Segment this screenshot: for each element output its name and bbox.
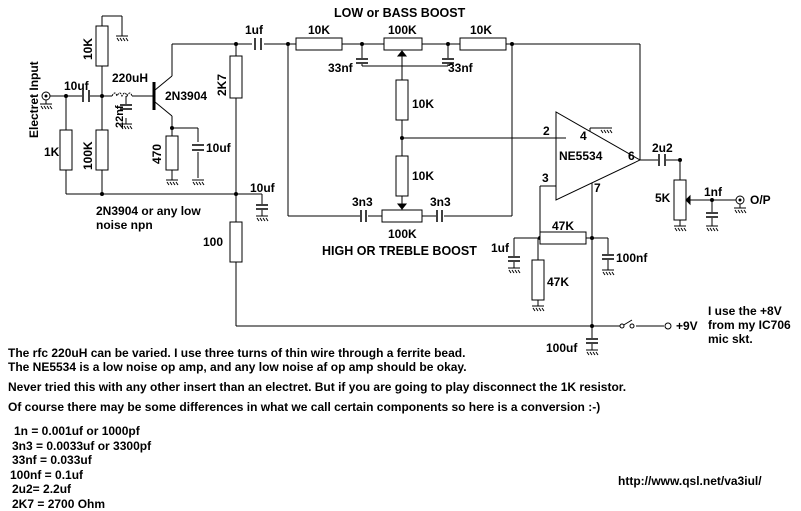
- label-pot-5k: 5K: [655, 191, 671, 205]
- label-c-1uf-top: 1uf: [245, 23, 264, 37]
- transistor-note-line1: 2N3904 or any low: [96, 204, 201, 218]
- label-c-100uf: 100uf: [546, 341, 578, 355]
- label-c-22n: 22nf: [114, 105, 126, 128]
- label-l1: 220uH: [112, 71, 148, 85]
- label-r-10k-top: 10K: [81, 38, 95, 60]
- label-r-10k-r: 10K: [470, 23, 492, 37]
- supply-note-line2: from my IC706: [708, 318, 791, 332]
- label-pot-100k-bass: 100K: [388, 23, 417, 37]
- capacitors: [82, 38, 718, 344]
- resistors: [59, 25, 687, 301]
- label-r-47k-h: 47K: [552, 219, 574, 233]
- label-r-47k-v: 47K: [547, 275, 569, 289]
- label-r-10k-mid1: 10K: [412, 97, 434, 111]
- pot-wipers: [396, 50, 696, 210]
- label-c-1nf: 1nf: [704, 185, 723, 199]
- opamp-symbol: [555, 111, 642, 201]
- label-c-3n3-r: 3n3: [430, 195, 451, 209]
- opamp-note: The NE5534 is a low noise op amp, and an…: [8, 360, 467, 374]
- wires: [45, 15, 741, 350]
- label-r-100: 100: [203, 235, 223, 249]
- conversion-intro: Of course there may be some differences …: [8, 400, 601, 414]
- label-c-3n3-l: 3n3: [352, 195, 373, 209]
- label-pin3: 3: [542, 171, 549, 185]
- label-supply: +9V: [676, 319, 698, 333]
- transistor-note-line2: noise npn: [96, 218, 153, 232]
- label-c-33n-l: 33nf: [328, 61, 354, 75]
- conversion-item: 100nf = 0.1uf: [10, 467, 84, 482]
- electret-input-label: Electret Input: [27, 61, 41, 138]
- conversion-list: 1n = 0.001uf or 1000pf 3n3 = 0.0033uf or…: [10, 424, 151, 511]
- label-pin4: 4: [580, 129, 587, 143]
- treble-boost-title: HIGH OR TREBLE BOOST: [322, 244, 477, 258]
- label-r-470: 470: [150, 144, 164, 164]
- label-output: O/P: [750, 193, 771, 207]
- label-r-100k-bias: 100K: [81, 141, 95, 170]
- label-pot-100k-treble: 100K: [388, 227, 417, 241]
- label-c-in: 10uf: [64, 79, 90, 93]
- inductor-symbol: [111, 92, 133, 98]
- label-c-10uf-mid: 10uf: [250, 181, 276, 195]
- conversion-item: 2K7 = 2700 Ohm: [12, 496, 106, 511]
- label-pin7: 7: [594, 181, 601, 195]
- label-r-1k: 1K: [44, 145, 60, 159]
- supply-note-line3: mic skt.: [708, 332, 753, 346]
- source-url[interactable]: http://www.qsl.net/va3iul/: [618, 474, 762, 488]
- label-pin6: 6: [628, 149, 635, 163]
- junctions: [64, 42, 714, 328]
- label-c-emit: 10uf: [206, 141, 232, 155]
- conversion-item: 1n = 0.001uf or 1000pf: [14, 424, 140, 438]
- label-c-1uf-l: 1uf: [491, 241, 510, 255]
- label-pin2: 2: [543, 124, 550, 138]
- insert-note: Never tried this with any other insert t…: [8, 380, 627, 394]
- label-c-2u2: 2u2: [652, 141, 673, 155]
- rfc-note: The rfc 220uH can be varied. I use three…: [8, 346, 466, 360]
- label-c-33n-r: 33nf: [448, 61, 474, 75]
- label-r-2k7: 2K7: [215, 74, 229, 96]
- conversion-item: 2u2= 2.2uf: [12, 482, 72, 496]
- label-opamp: NE5534: [559, 149, 603, 163]
- supply-note-line1: I use the +8V: [708, 304, 782, 318]
- conversion-item: 33nf = 0.033uf: [12, 453, 92, 467]
- label-r-10k-mid2: 10K: [412, 169, 434, 183]
- bass-boost-title: LOW or BASS BOOST: [334, 6, 466, 20]
- conversion-item: 3n3 = 0.0033uf or 3300pf: [12, 438, 152, 453]
- label-r-10k-l: 10K: [308, 23, 330, 37]
- label-transistor: 2N3904: [165, 89, 207, 103]
- label-c-100nf: 100nf: [616, 251, 648, 265]
